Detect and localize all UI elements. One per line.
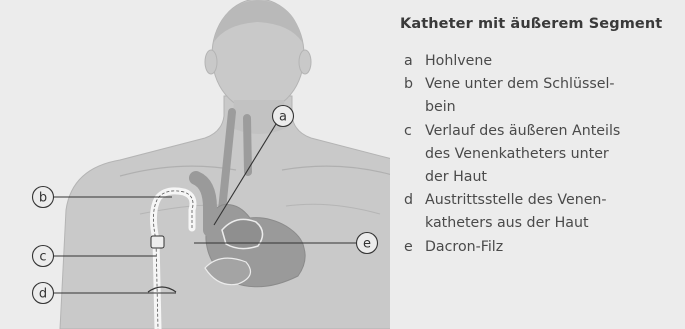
svg-text:d: d [39, 287, 47, 302]
svg-text:a: a [279, 110, 287, 125]
callout-a: a [273, 106, 294, 127]
legend-title: Katheter mit äußerem Segment [400, 16, 682, 32]
legend-text: Verlauf des äußeren Anteils des Venenkat… [425, 120, 682, 190]
right-ear [299, 50, 311, 74]
legend-key: c [400, 120, 425, 190]
legend-item-d: d Austrittsstelle des Venen- katheters a… [400, 189, 682, 235]
svg-text:e: e [363, 237, 371, 252]
legend-key: b [400, 73, 425, 119]
legend-item-c: c Verlauf des äußeren Anteils des Venenk… [400, 120, 682, 190]
legend-key: e [400, 236, 425, 259]
anatomy-illustration: a b c d e [0, 0, 390, 329]
dacron-cuff [151, 236, 164, 248]
legend-key: d [400, 189, 425, 235]
legend-item-b: b Vene unter dem Schlüssel- bein [400, 73, 682, 119]
legend-list: a Hohlvene b Vene unter dem Schlüssel- b… [400, 50, 682, 259]
callout-d: d [33, 283, 54, 304]
legend-key: a [400, 50, 425, 73]
callout-c: c [33, 246, 54, 267]
heart-lobe [222, 219, 263, 248]
legend-text: Vene unter dem Schlüssel- bein [425, 73, 682, 119]
svg-text:c: c [39, 250, 46, 265]
legend-text: Austrittsstelle des Venen- katheters aus… [425, 189, 682, 235]
callout-b: b [33, 187, 54, 208]
legend-text: Dacron-Filz [425, 236, 682, 259]
legend-item-a: a Hohlvene [400, 50, 682, 73]
legend-text: Hohlvene [425, 50, 682, 73]
left-ear [205, 50, 217, 74]
svg-text:b: b [39, 191, 47, 206]
legend-item-e: e Dacron-Filz [400, 236, 682, 259]
callout-e: e [357, 233, 378, 254]
legend: Katheter mit äußerem Segment a Hohlvene … [400, 16, 682, 259]
